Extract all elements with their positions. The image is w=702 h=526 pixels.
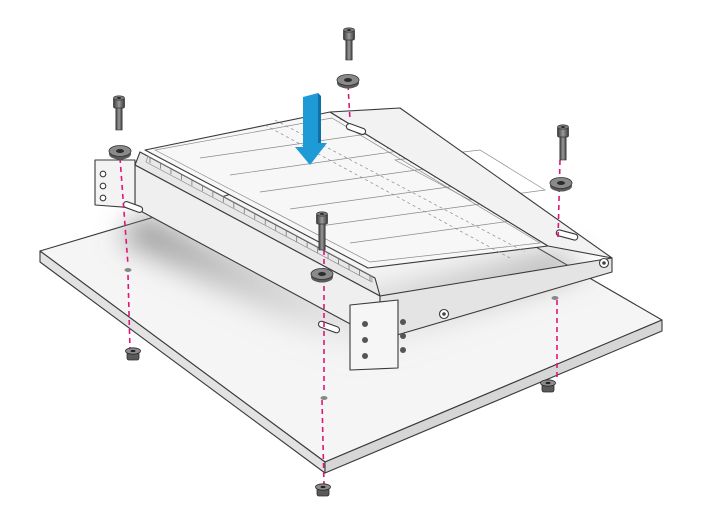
screw-icon [113,95,125,131]
bracket-holes [99,170,610,359]
washers [108,74,573,283]
screw-icon [557,124,569,161]
bracket-hole [362,337,368,343]
alignment-guides [119,84,561,486]
washer-icon [549,177,573,192]
panel-hole [551,296,559,300]
cage-nut-icon [315,483,331,497]
bracket-hole [400,319,406,325]
cage-nut-icon [125,347,141,361]
bracket-hole [400,333,406,339]
panel-hole [124,268,132,272]
screws [113,27,569,251]
washer-icon [310,268,334,283]
bracket-hole [99,182,107,190]
rack-tray [94,107,613,371]
guide-line [127,274,131,351]
mounting-slot [345,123,367,135]
cage-nuts [125,347,556,497]
bracket-hole [99,194,107,202]
washer-icon [108,145,132,160]
bracket-hole [99,170,107,178]
guide-line [557,159,561,241]
bracket-hole [362,353,368,359]
washer-icon [336,74,360,89]
guide-line [347,84,351,121]
mounting-slot [555,229,579,241]
bracket-hole [442,312,446,316]
panel-hole [320,396,328,400]
panel-holes [124,268,559,400]
down-arrow-icon [295,93,327,165]
cage-nut-icon [540,379,556,393]
screw-icon [316,211,328,251]
bracket-hole [400,347,406,353]
bracket-hole [362,321,368,327]
bracket-hole [602,261,606,265]
screw-icon [343,27,355,61]
